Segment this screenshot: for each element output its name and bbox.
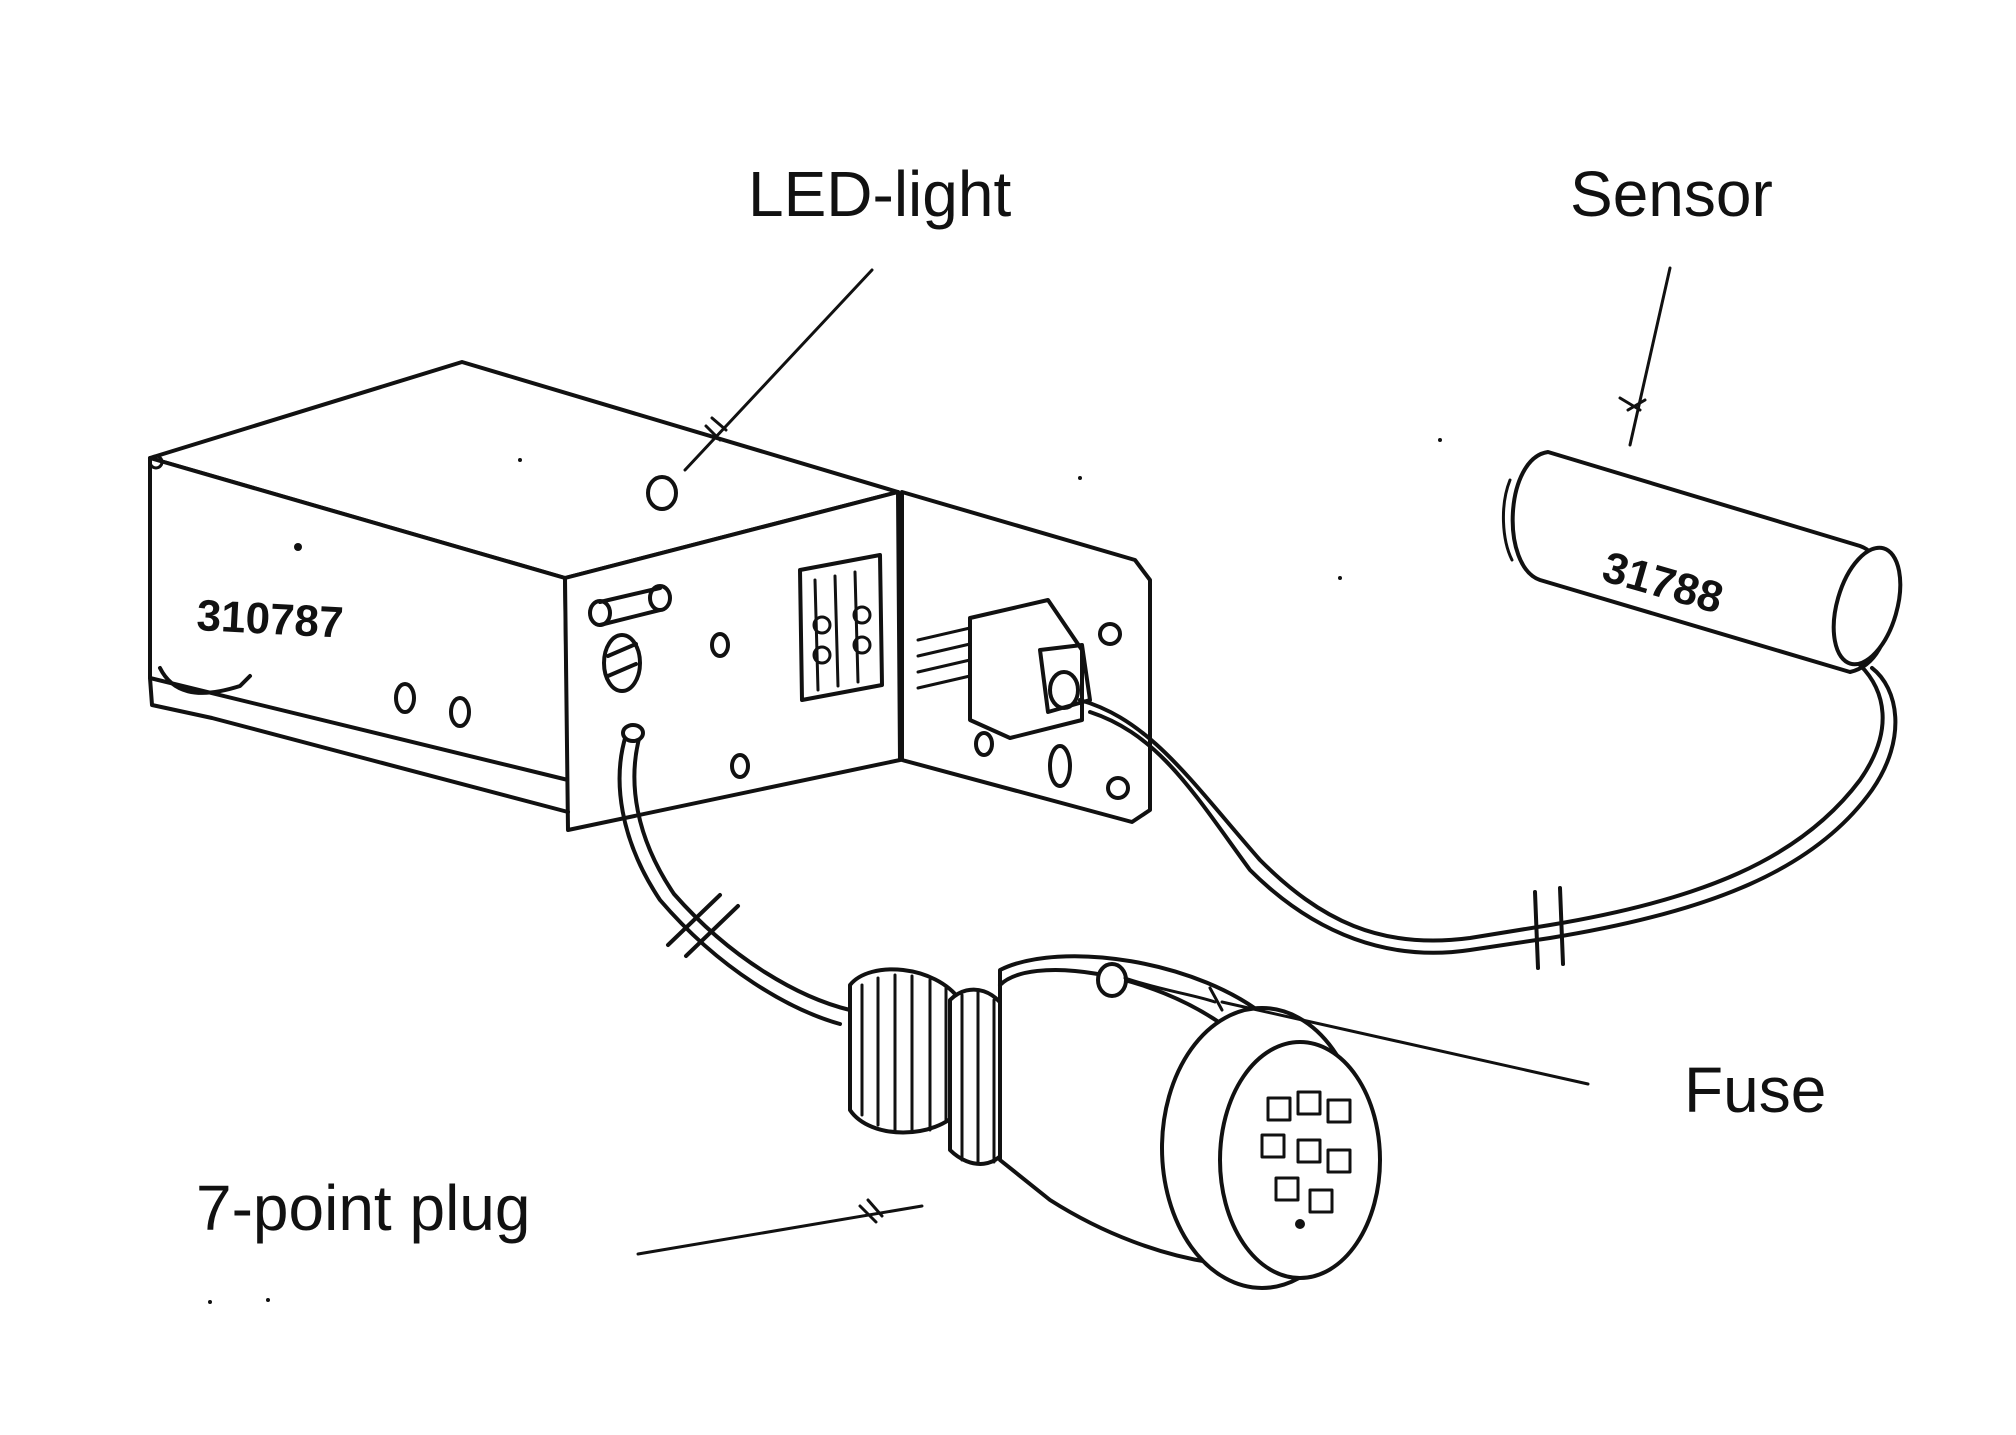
callout-led-light: LED-light bbox=[683, 158, 1011, 472]
plug-pins bbox=[1260, 1090, 1352, 1229]
sensor: 31788 bbox=[1502, 450, 1903, 674]
plug-cable bbox=[617, 723, 852, 1026]
label-led-light: LED-light bbox=[748, 158, 1011, 230]
mounting-plate bbox=[900, 490, 1152, 824]
control-box: 310787 bbox=[148, 360, 902, 832]
sensor-cable bbox=[1078, 663, 1898, 970]
seven-point-plug bbox=[848, 954, 1382, 1290]
led-indicator bbox=[646, 475, 678, 511]
switch-slot bbox=[588, 584, 672, 627]
fuse bbox=[1096, 962, 1224, 1012]
callout-seven-point-plug: 7-point plug bbox=[196, 1172, 924, 1256]
sensor-connector bbox=[916, 598, 1092, 788]
scan-speckles bbox=[208, 438, 1442, 1304]
control-box-part-number: 310787 bbox=[195, 591, 344, 648]
callout-sensor: Sensor bbox=[1570, 158, 1773, 447]
terminal-block bbox=[798, 553, 884, 702]
label-sensor: Sensor bbox=[1570, 158, 1773, 230]
label-seven-point-plug: 7-point plug bbox=[196, 1172, 530, 1244]
label-fuse: Fuse bbox=[1684, 1054, 1826, 1126]
callout-fuse: Fuse bbox=[1220, 1000, 1826, 1126]
fuse-holder-socket bbox=[602, 633, 642, 693]
